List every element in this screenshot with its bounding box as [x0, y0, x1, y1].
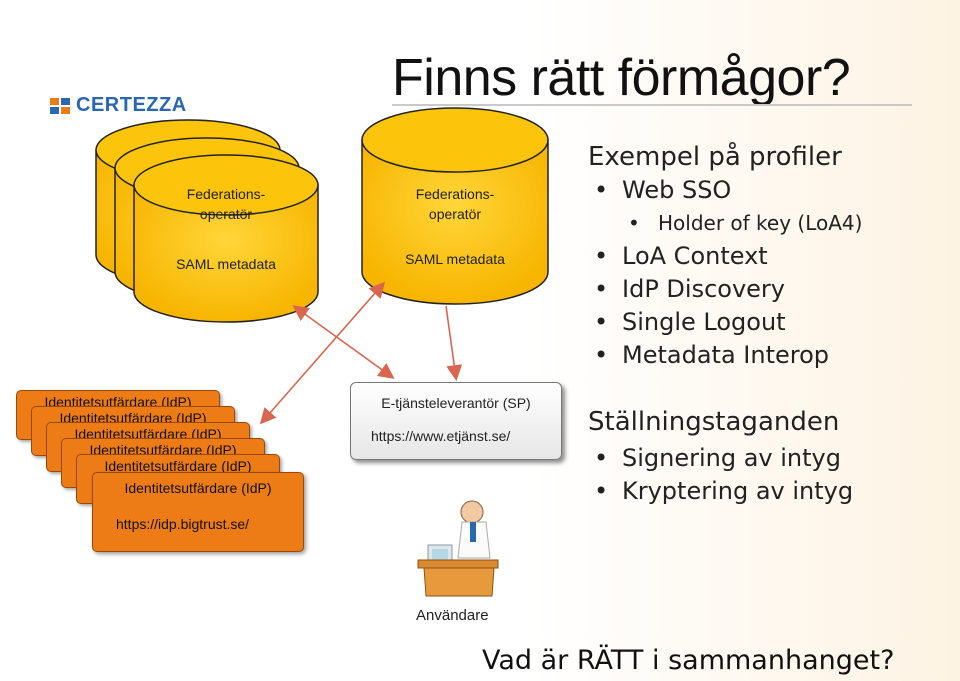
idp-front-url: https://idp.bigtrust.se/ [116, 516, 249, 532]
idp-card-front: Identitetsutfärdare (IdP) https://idp.bi… [92, 472, 304, 552]
arrow-federation-to-sp [295, 307, 392, 377]
federation-center-label: Federations- operatör [395, 184, 515, 224]
arrow-center-federation-to-sp [446, 306, 456, 378]
profiles-heading: Exempel på profiler [588, 142, 842, 172]
user-label: Användare [416, 607, 489, 624]
profile-item: LoA Context [588, 240, 862, 273]
positions-list: Signering av intyg Kryptering av intyg [588, 442, 853, 508]
profile-item: Metadata Interop [588, 339, 862, 372]
profiles-list: Web SSO Holder of key (LoA4) LoA Context… [588, 174, 862, 372]
federation-left-metadata: SAML metadata [166, 256, 286, 272]
sp-url: https://www.etjänst.se/ [371, 428, 510, 444]
service-provider-box: E-tjänsteleverantör (SP) https://www.etj… [350, 382, 562, 460]
profile-item: Single Logout [588, 306, 862, 339]
position-item: Signering av intyg [588, 442, 853, 475]
federation-center-metadata: SAML metadata [395, 251, 515, 267]
position-item: Kryptering av intyg [588, 475, 853, 508]
user-at-desk-icon [418, 501, 498, 596]
positions-heading: Ställningstaganden [588, 407, 839, 437]
profile-subitem: Holder of key (LoA4) [588, 207, 862, 240]
idp-front-label: Identitetsutfärdare (IdP) [93, 480, 303, 496]
profile-item: IdP Discovery [588, 273, 862, 306]
sp-label: E-tjänsteleverantör (SP) [351, 395, 561, 411]
federation-left-label: Federations- operatör [166, 184, 286, 224]
closing-question: Vad är RÄTT i sammanhanget? [482, 645, 894, 676]
profile-item: Web SSO [588, 174, 862, 207]
